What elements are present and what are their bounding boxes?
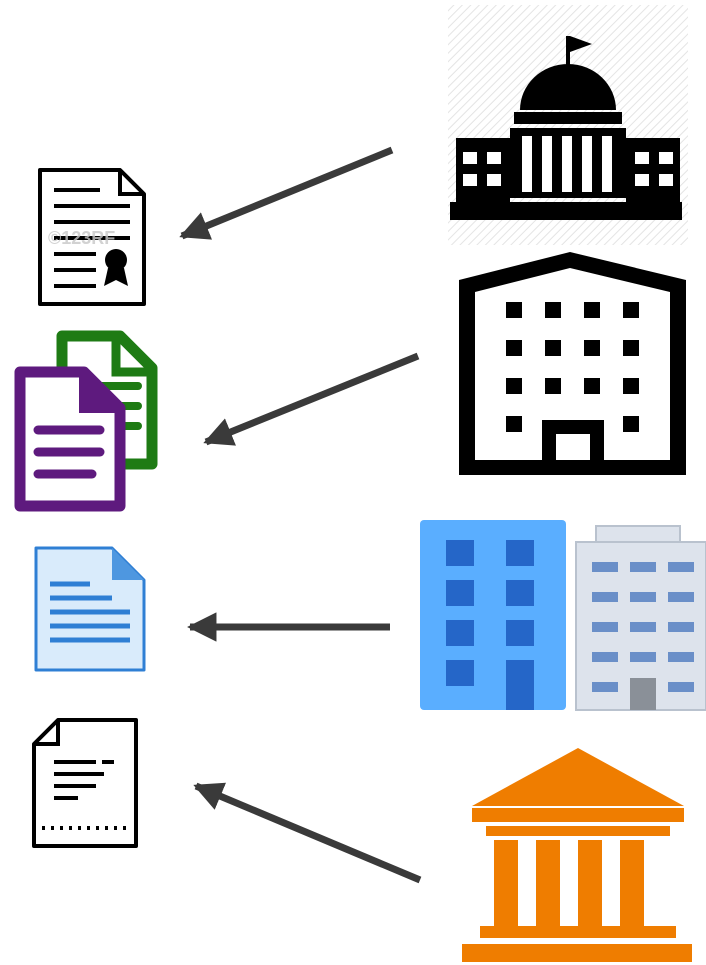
certificate-document-icon: ©123RF — [38, 168, 146, 306]
capitol-building-icon — [448, 5, 688, 245]
office-building-icon — [459, 252, 686, 475]
blue-text-document-icon — [34, 546, 146, 672]
copy-documents-icon — [14, 330, 158, 512]
perforated-document-icon — [32, 718, 138, 848]
arrow-row-2 — [203, 352, 420, 446]
arrow-row-1 — [179, 146, 394, 240]
office-towers-icon — [420, 520, 706, 711]
classical-bank-icon — [462, 748, 692, 962]
arrow-row-4 — [193, 782, 422, 884]
watermark-text: ©123RF — [48, 228, 115, 248]
